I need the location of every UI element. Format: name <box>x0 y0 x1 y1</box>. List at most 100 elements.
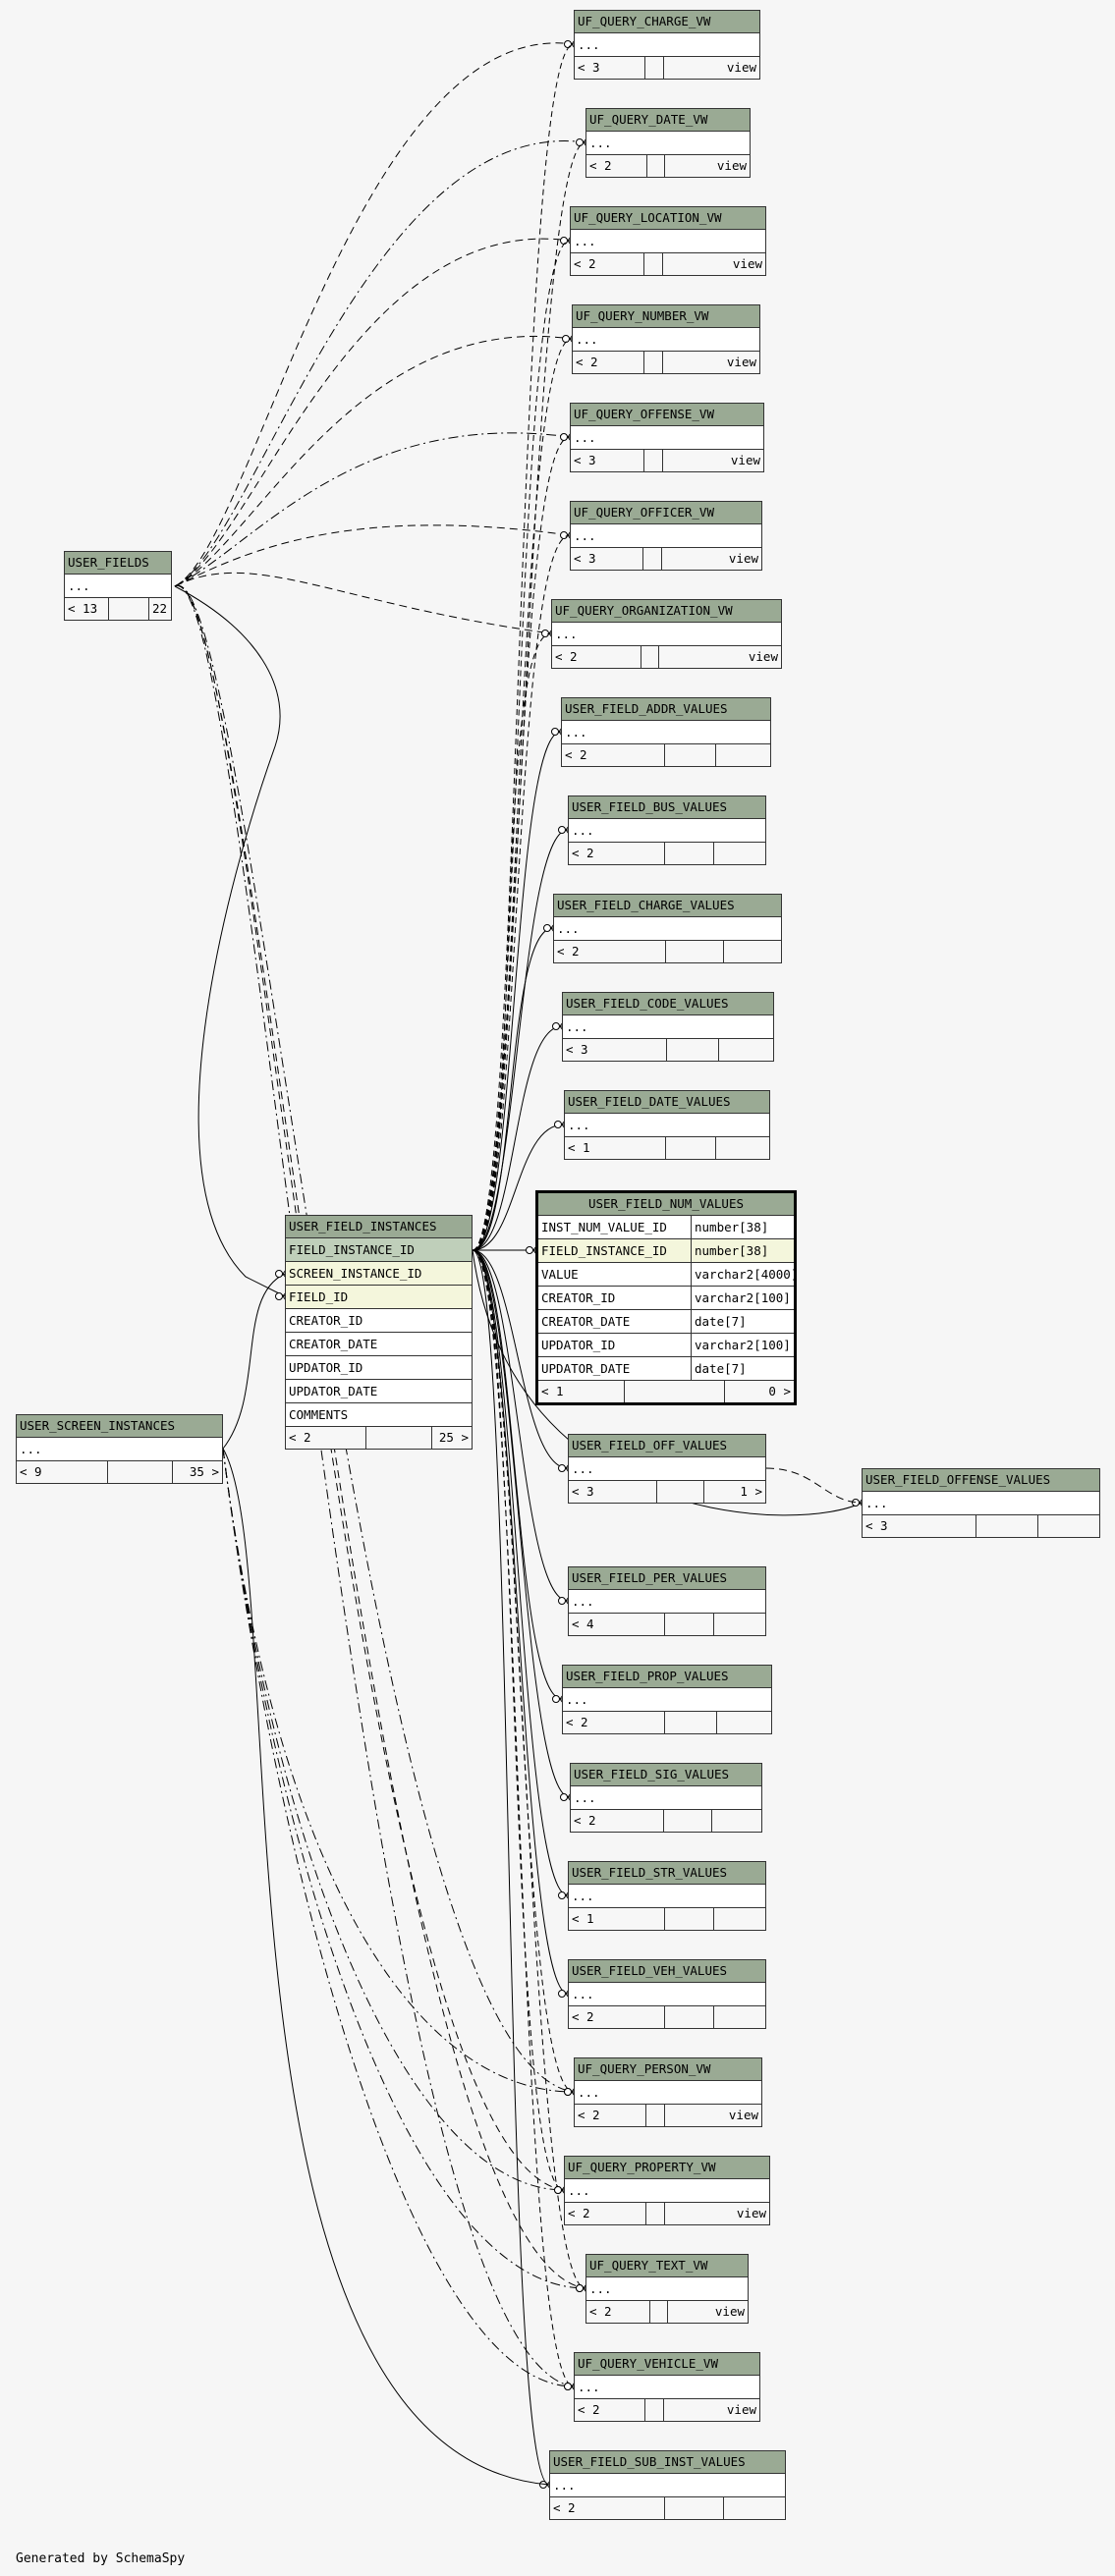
column-type: date[7] <box>691 1357 747 1380</box>
parent-count: < 2 <box>552 646 641 668</box>
relationship-line <box>222 1448 586 2289</box>
column-name: COMMENTS <box>289 1407 349 1422</box>
zero-or-more-marker <box>564 2383 572 2390</box>
table-title[interactable]: USER_FIELD_INSTANCES <box>286 1216 472 1238</box>
parent-count: < 2 <box>569 2006 665 2028</box>
table-title[interactable]: UF_QUERY_PERSON_VW <box>575 2058 761 2081</box>
child-count: view <box>730 453 761 467</box>
table-title[interactable]: USER_FIELD_SUB_INST_VALUES <box>550 2451 785 2474</box>
table-title[interactable]: USER_FIELD_ADDR_VALUES <box>562 698 770 721</box>
table-title[interactable]: UF_QUERY_NUMBER_VW <box>573 305 759 328</box>
table-footer: < 2 <box>563 1712 771 1733</box>
parent-count: < 1 <box>538 1381 625 1402</box>
child-count: view <box>728 2108 758 2122</box>
column-name: ... <box>568 2183 590 2198</box>
table-title[interactable]: UF_QUERY_DATE_VW <box>586 109 750 132</box>
zero-or-more-marker <box>576 138 584 146</box>
table-user-field-str-values[interactable]: USER_FIELD_STR_VALUES... < 1 <box>568 1861 766 1931</box>
zero-or-more-marker <box>554 1121 562 1128</box>
relationship-line <box>472 632 552 1251</box>
footer-spacer <box>665 1908 714 1930</box>
table-user-field-offense-values[interactable]: USER_FIELD_OFFENSE_VALUES...< 3 <box>862 1468 1100 1538</box>
table-title[interactable]: UF_QUERY_ORGANIZATION_VW <box>552 600 781 623</box>
collapsed-columns-row: ... <box>565 2179 769 2203</box>
table-user-field-charge-values[interactable]: USER_FIELD_CHARGE_VALUES...< 2 <box>553 894 782 963</box>
collapsed-columns-row: ... <box>569 1885 765 1908</box>
table-title[interactable]: USER_FIELD_CHARGE_VALUES <box>554 895 781 917</box>
table-user-field-per-values[interactable]: USER_FIELD_PER_VALUES...< 4 <box>568 1566 766 1636</box>
table-title[interactable]: USER_FIELDS <box>65 552 171 575</box>
table-user-field-sub-inst-values[interactable]: USER_FIELD_SUB_INST_VALUES...< 2 <box>549 2450 786 2520</box>
table-title[interactable]: UF_QUERY_PROPERTY_VW <box>565 2157 769 2179</box>
table-user-field-code-values[interactable]: USER_FIELD_CODE_VALUES...< 3 <box>562 992 774 1062</box>
table-footer: < 2 <box>550 2497 785 2519</box>
table-title[interactable]: UF_QUERY_VEHICLE_VW <box>575 2353 759 2376</box>
zero-or-more-marker <box>560 531 568 539</box>
relationship-line <box>174 524 571 587</box>
table-title[interactable]: UF_QUERY_TEXT_VW <box>586 2255 748 2277</box>
table-title[interactable]: USER_FIELD_STR_VALUES <box>569 1862 765 1885</box>
table-title[interactable]: USER_FIELD_CODE_VALUES <box>563 993 773 1015</box>
table-user-field-date-values[interactable]: USER_FIELD_DATE_VALUES...< 1 <box>564 1090 770 1160</box>
parent-count: < 2 <box>563 1712 665 1733</box>
table-user-field-veh-values[interactable]: USER_FIELD_VEH_VALUES...< 2 <box>568 1959 766 2029</box>
column-row: UPDATOR_ID <box>286 1356 472 1380</box>
table-footer: < 1 0 > <box>538 1381 794 1402</box>
table-title[interactable]: USER_FIELD_PER_VALUES <box>569 1567 765 1590</box>
table-title[interactable]: USER_FIELD_VEH_VALUES <box>569 1960 765 1983</box>
child-count: view <box>726 2402 756 2417</box>
table-title[interactable]: UF_QUERY_LOCATION_VW <box>571 207 765 230</box>
footer-spacer <box>665 744 716 766</box>
column-row: FIELD_ID <box>286 1286 472 1309</box>
column-type: varchar2[100] <box>691 1334 791 1356</box>
column-name: ... <box>572 1889 594 1903</box>
table-title[interactable]: UF_QUERY_OFFENSE_VW <box>571 404 763 426</box>
table-title[interactable]: USER_FIELD_DATE_VALUES <box>565 1091 769 1114</box>
table-user-field-prop-values[interactable]: USER_FIELD_PROP_VALUES...< 2 <box>562 1665 772 1734</box>
table-title[interactable]: USER_FIELD_NUM_VALUES <box>538 1193 794 1216</box>
child-count <box>714 1614 765 1635</box>
table-footer: < 1 <box>569 1908 765 1930</box>
footer-spacer <box>366 1427 432 1449</box>
table-title[interactable]: USER_FIELD_SIG_VALUES <box>571 1764 761 1786</box>
child-count: 0 > <box>768 1384 791 1398</box>
table-title[interactable]: USER_FIELD_BUS_VALUES <box>569 796 765 819</box>
child-count <box>714 843 765 864</box>
footer-spacer <box>664 1810 712 1832</box>
table-user-field-sig-values[interactable]: USER_FIELD_SIG_VALUES...< 2 <box>570 1763 762 1833</box>
footer-spacer <box>646 2203 665 2224</box>
table-title[interactable]: USER_SCREEN_INSTANCES <box>17 1415 222 1438</box>
table-title[interactable]: USER_FIELD_OFF_VALUES <box>569 1435 765 1457</box>
column-name: UPDATOR_ID <box>289 1360 363 1375</box>
table-title[interactable]: USER_FIELD_OFFENSE_VALUES <box>863 1469 1099 1492</box>
table-title[interactable]: USER_FIELD_PROP_VALUES <box>563 1666 771 1688</box>
relationship-line <box>472 338 573 1251</box>
zero-or-more-marker <box>552 1695 560 1703</box>
table-user-field-bus-values[interactable]: USER_FIELD_BUS_VALUES...< 2 <box>568 795 766 865</box>
child-count <box>716 1137 769 1159</box>
zero-or-more-marker <box>554 2186 562 2194</box>
zero-or-more-marker <box>560 433 568 441</box>
table-title[interactable]: UF_QUERY_OFFICER_VW <box>571 502 761 524</box>
table-title[interactable]: UF_QUERY_CHARGE_VW <box>575 11 759 33</box>
zero-or-more-marker <box>560 237 568 245</box>
table-user-field-addr-values[interactable]: USER_FIELD_ADDR_VALUES...< 2 <box>561 697 771 767</box>
